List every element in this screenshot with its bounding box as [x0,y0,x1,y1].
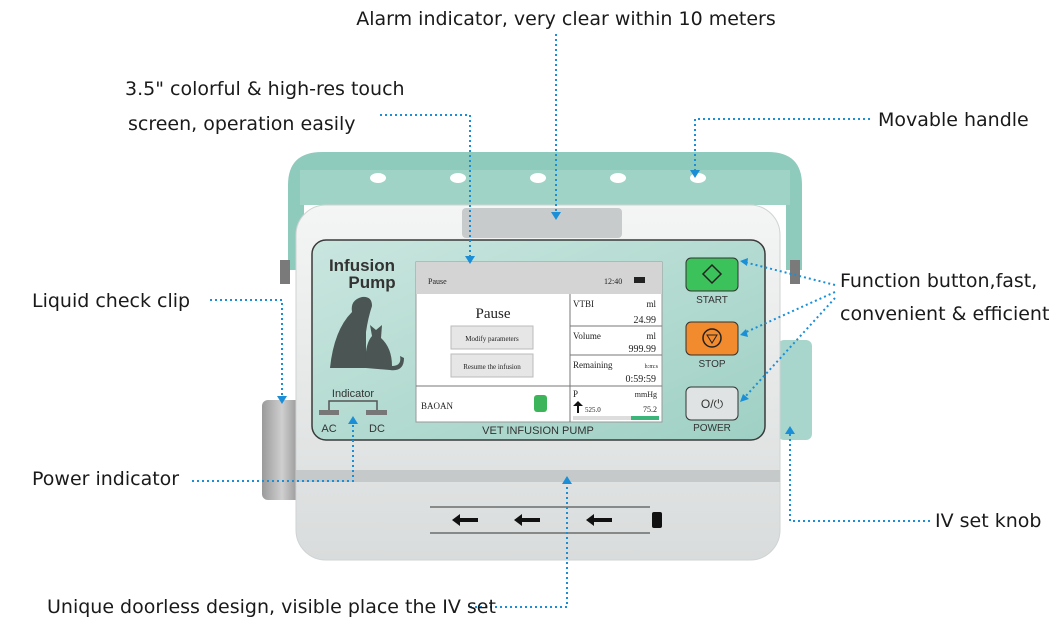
callout-doorless: Unique doorless design, visible place th… [47,596,496,618]
ac-label: AC [321,423,336,435]
pressure-bar-fill [631,416,659,420]
alarm-indicator [462,208,622,238]
remaining-unit: h:m:s [645,364,659,370]
dc-led [366,410,387,415]
indicator-label: Indicator [332,388,375,400]
status-text: Pause [428,277,447,286]
pressure-limit: 525.0 [585,406,601,414]
clock: 12:40 [604,277,622,286]
drip-icon [652,512,662,528]
callout-arrowheads [277,170,795,484]
iv-bag-icon [534,395,547,412]
callout-screen-line2: screen, operation easily [128,113,356,135]
pressure-unit: mmHg [635,390,657,399]
dc-label: DC [369,423,385,435]
pressure-arrow-icon [573,401,583,413]
ac-led [319,410,339,415]
callout-function-line2: convenient & efficient [840,303,1049,325]
start-icon [701,263,723,285]
stop-icon [702,328,722,348]
modify-parameters-button[interactable] [450,325,534,350]
device-name: BAOAN [421,401,454,411]
resume-infusion-button[interactable] [450,353,534,378]
flow-direction-strip [430,506,662,534]
vtbi-value: 24.99 [634,315,657,326]
iv-set-knob[interactable] [778,340,812,440]
dog-cat-icon [330,296,404,371]
callout-handle: Movable handle [878,109,1029,131]
state-title: Pause [476,306,511,322]
pressure-label: P [573,389,578,399]
callout-knob: IV set knob [935,510,1041,532]
remaining-value: 0:59:59 [625,374,656,385]
callout-clip: Liquid check clip [32,290,190,312]
callout-power-indicator: Power indicator [32,468,179,490]
volume-unit: ml [646,331,656,341]
start-label: START [696,295,728,306]
power-label: POWER [693,423,731,434]
pressure-bar [573,416,659,420]
svg-text:Resume the infusion: Resume the infusion [463,363,521,371]
stop-button[interactable]: STOP [685,321,739,370]
pressure-value: 75.2 [643,405,657,414]
callout-alarm: Alarm indicator, very clear within 10 me… [356,8,776,30]
brand-line1: Infusion [329,256,395,275]
remaining-label: Remaining [573,360,613,370]
callout-lines [192,34,930,608]
power-icon: O/⏻ [701,397,724,411]
svg-text:Modify parameters: Modify parameters [465,335,519,343]
model-label: VET INFUSION PUMP [482,425,594,437]
vtbi-label: VTBI [573,299,594,309]
callout-screen-line1: 3.5" colorful & high-res touch [125,78,405,100]
callout-function-line1: Function button,fast, [840,270,1037,292]
vtbi-unit: ml [646,299,656,309]
volume-label: Volume [573,331,601,341]
touch-screen[interactable]: Pause 12:40 Pause Modify parameters Resu… [415,261,663,423]
start-button[interactable]: START [685,257,739,306]
volume-value: 999.99 [629,344,657,355]
movable-handle [288,152,802,270]
liquid-check-clip[interactable] [262,400,302,500]
brand-line2: Pump [348,273,395,292]
iv-set-channel [296,470,780,482]
battery-icon [634,277,645,283]
stop-label: STOP [698,359,725,370]
power-button[interactable]: O/⏻ POWER [685,386,739,434]
